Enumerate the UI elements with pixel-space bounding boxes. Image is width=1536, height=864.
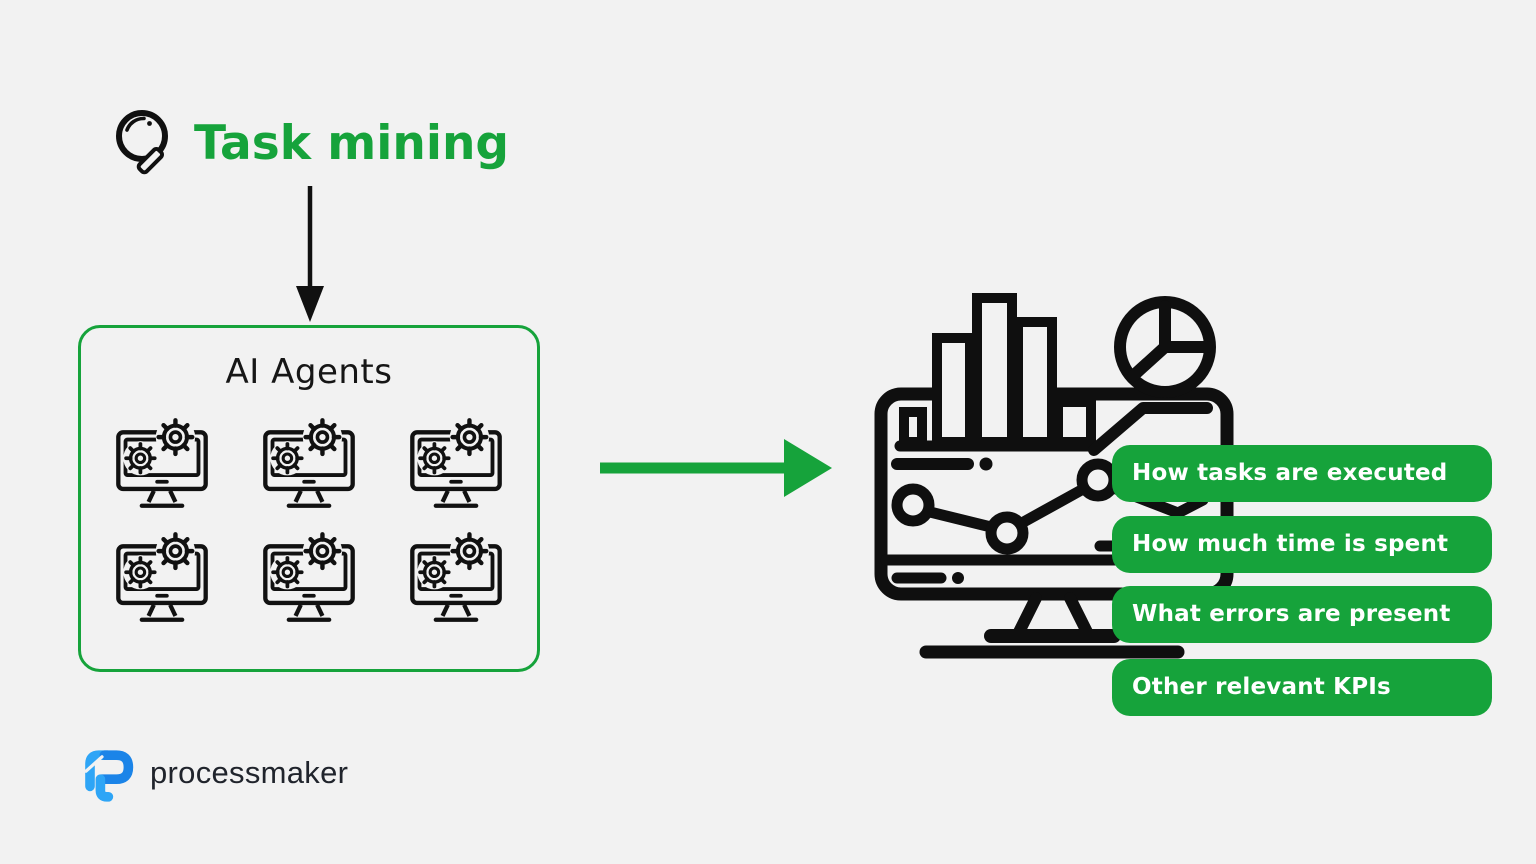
- monitor-with-gears-icon: [408, 414, 504, 514]
- magnifier-icon: [116, 110, 168, 175]
- arrow-right-icon: [600, 439, 832, 497]
- ai-agents-box: AI Agents: [78, 325, 540, 672]
- processmaker-logo-icon: [84, 750, 134, 802]
- agents-box-heading: AI Agents: [225, 352, 393, 392]
- monitor-with-gears-icon: [261, 414, 357, 514]
- monitor-with-gears-icon: [114, 414, 210, 514]
- monitor-with-gears-icon: [408, 528, 504, 628]
- insight-pill: How much time is spent: [1112, 516, 1492, 573]
- agents-row: [81, 414, 537, 514]
- title-row: Task mining: [106, 104, 509, 188]
- brand-name: processmaker: [150, 755, 349, 790]
- agents-grid: [81, 414, 537, 628]
- insight-pill: How tasks are executed: [1112, 445, 1492, 502]
- insight-pill: Other relevant KPIs: [1112, 659, 1492, 716]
- brand-footer: processmaker: [74, 740, 348, 804]
- monitor-with-gears-icon: [261, 528, 357, 628]
- page-title: Task mining: [194, 116, 510, 171]
- agents-row: [81, 528, 537, 628]
- insight-pill: What errors are present: [1112, 586, 1492, 643]
- arrow-down-icon: [296, 186, 324, 322]
- monitor-with-gears-icon: [114, 528, 210, 628]
